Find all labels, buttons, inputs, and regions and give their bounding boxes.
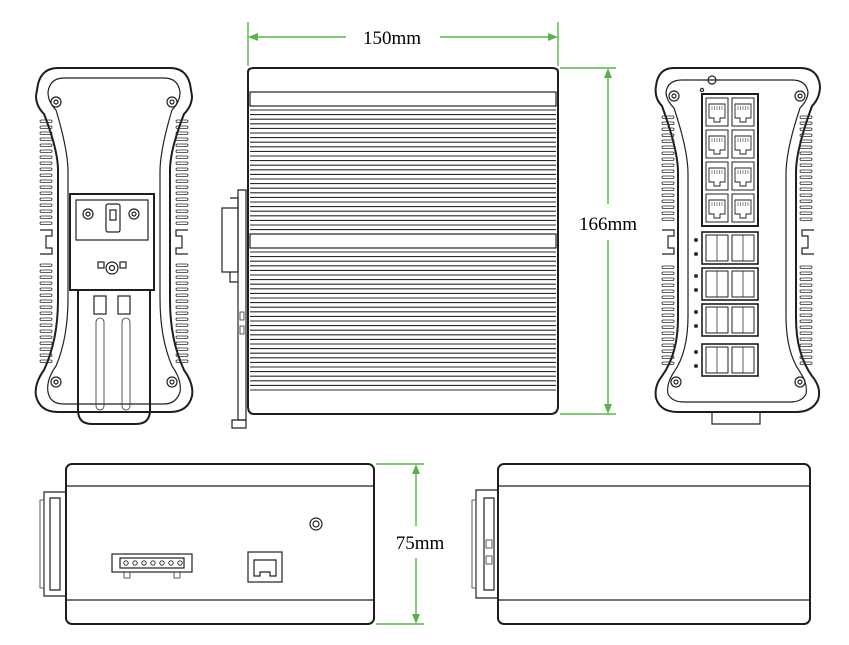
- sfp-ports: [701, 231, 759, 377]
- sfp-port: [705, 346, 729, 374]
- sfp-port: [705, 234, 729, 262]
- sfp-port: [731, 346, 755, 374]
- depth-dimension-label: 75mm: [396, 533, 445, 554]
- screw: [166, 96, 178, 108]
- screw: [50, 96, 62, 108]
- front-fins-right: [799, 115, 813, 365]
- heatsink-fins-lower: [250, 251, 556, 391]
- terminal-block: [111, 553, 193, 579]
- bottom-right-view: [471, 463, 811, 625]
- sfp-port: [705, 306, 729, 334]
- left-fins-left: [39, 119, 53, 363]
- rj45-port: [731, 161, 755, 191]
- front-panel-view: [654, 67, 822, 425]
- grounding-screw: [309, 517, 323, 531]
- rj45-port: [731, 97, 755, 127]
- width-dimension-label: 150mm: [363, 28, 421, 49]
- rj45-port: [705, 193, 729, 223]
- rj45-port: [705, 97, 729, 127]
- rj45-port: [731, 193, 755, 223]
- sfp-port: [705, 270, 729, 298]
- depth-dimension: 75mm: [376, 463, 445, 625]
- screw: [50, 376, 62, 388]
- left-side-view: [34, 67, 194, 425]
- sfp-port: [731, 306, 755, 334]
- rj45-ports: [705, 97, 755, 223]
- rj45-port: [731, 129, 755, 159]
- heatsink-fins-upper: [250, 109, 556, 231]
- bottom-left-view: [39, 463, 375, 625]
- led-indicator: [707, 75, 717, 85]
- heatsink-side-view: [221, 67, 559, 429]
- rj45-port: [705, 161, 729, 191]
- screw: [166, 376, 178, 388]
- height-dimension-label: 166mm: [579, 214, 637, 235]
- sfp-port: [731, 270, 755, 298]
- rj45-port-block: [701, 93, 759, 227]
- height-dimension: 166mm: [560, 67, 637, 415]
- width-dimension: 150mm: [247, 22, 559, 66]
- left-fins-right: [175, 119, 189, 363]
- port-leds: [694, 238, 698, 368]
- front-fins-left: [661, 115, 675, 365]
- rj45-port: [705, 129, 729, 159]
- sfp-port: [731, 234, 755, 262]
- console-port: [247, 551, 283, 583]
- din-rail-plate: [69, 193, 155, 291]
